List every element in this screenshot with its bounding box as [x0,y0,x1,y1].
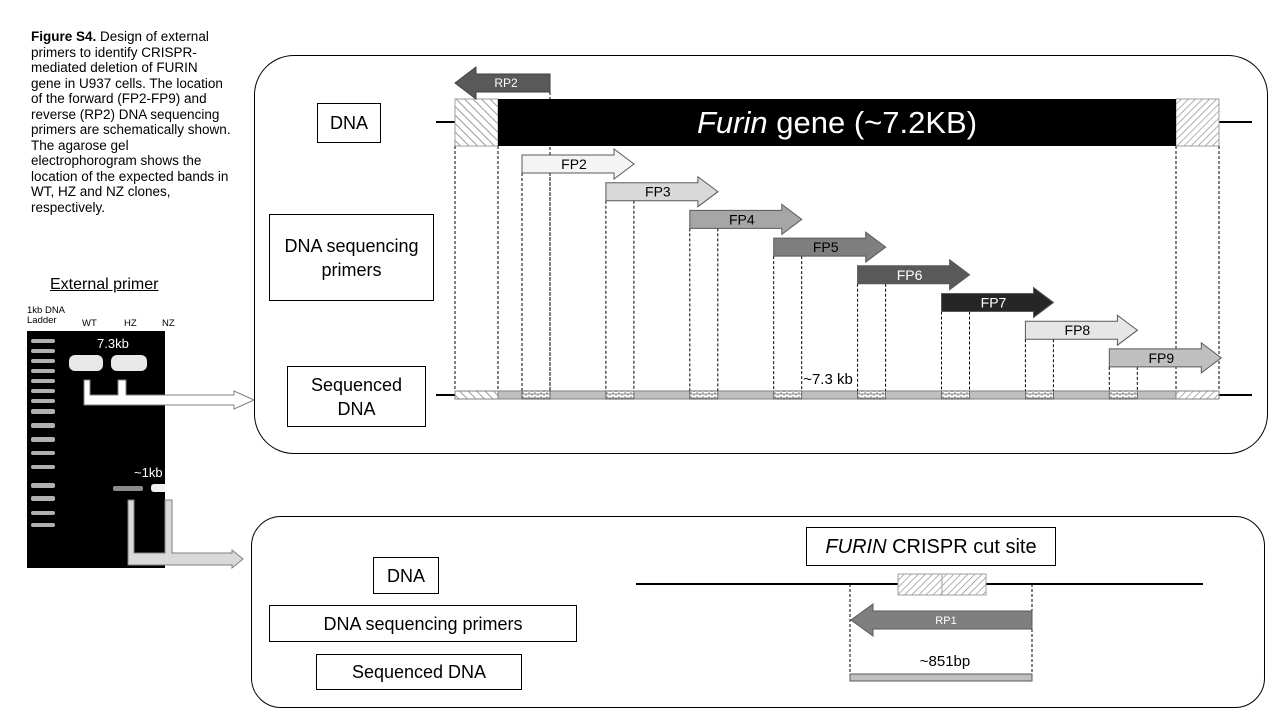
top-dna-label: DNA [317,103,381,143]
cut-site-hatch-right [941,573,987,596]
bottom-primers-label: DNA sequencing primers [269,605,577,642]
fp-label-3: FP3 [645,184,671,200]
cut-site-text: CRISPR cut site [886,535,1037,558]
cut-site-gene: FURIN [825,535,887,558]
fp-arrow-8 [1024,314,1139,347]
lane-label-nz: NZ [162,318,175,329]
figure-caption: Figure S4. Design of external primers to… [31,29,231,215]
caption-text: Design of external primers to identify C… [31,29,231,215]
agarose-gel-image [27,331,187,568]
fp-arrow-5 [773,231,887,264]
ladder-label: 1kb DNA Ladder [27,305,65,326]
rp1-label: RP1 [935,615,956,627]
sequenced-primer-site [857,390,886,400]
sequenced-primer-site [1025,390,1054,400]
cut-site-hatch-left [897,573,943,596]
sequenced-left-hatch [454,390,499,400]
sequenced-primer-site [773,390,803,400]
sequenced-primer-site [941,390,970,400]
top-primers-label: DNA sequencing primers [269,214,434,301]
furin-gene-block [498,99,1176,146]
top-sequenced-label: Sequenced DNA [287,366,426,427]
fp-label-7: FP7 [981,295,1007,311]
fp-arrow-9 [1108,341,1223,374]
fp-arrow-2 [521,148,635,180]
lane-label-hz: HZ [124,318,137,329]
fp-arrow-6 [857,258,971,291]
fp-label-4: FP4 [729,211,755,227]
furin-gene-label: Furin gene (~7.2KB) [697,105,977,140]
fp-label-9: FP9 [1148,350,1174,366]
crispr-cut-site-label: FURIN CRISPR cut site [806,527,1056,566]
gel-band-label-1kb: ~1kb [134,465,163,480]
rp2-label: RP2 [494,76,518,90]
bottom-sequenced-label: Sequenced DNA [316,654,522,690]
sequenced-right-hatch [1175,390,1220,400]
gel-band-label-7kb: 7.3kb [97,336,129,351]
fp-arrow-7 [941,286,1055,319]
left-flank-hatch [454,98,499,147]
sequenced-primer-site [689,390,719,400]
fp-label-2: FP2 [561,156,587,172]
rp2-arrow: RP2 [454,65,551,101]
fp-arrow-3 [605,175,719,208]
hz-band-7kb [111,355,147,371]
fp-label-6: FP6 [897,267,923,283]
wt-band-7kb [69,355,103,371]
sequenced-size-label: ~7.3 kb [803,371,853,388]
rp1-arrow: RP1 [850,603,1033,637]
right-flank-hatch [1175,98,1220,147]
fp-arrow-4 [689,203,803,236]
ladder-bands [31,339,55,527]
lane-label-wt: WT [82,318,97,329]
bottom-dna-label: DNA [373,557,439,594]
fp-label-5: FP5 [813,239,839,255]
bottom-sequenced-bar [849,673,1033,682]
bottom-sequenced-size: ~851bp [920,653,970,670]
sequenced-primer-site [605,390,635,400]
sequenced-primer-site [1108,390,1138,400]
hz-band-1kb [113,486,143,491]
fp-label-8: FP8 [1065,322,1091,338]
sequenced-primer-site [521,390,551,400]
gel-title: External primer [50,276,159,293]
caption-bold: Figure S4. [31,29,97,44]
